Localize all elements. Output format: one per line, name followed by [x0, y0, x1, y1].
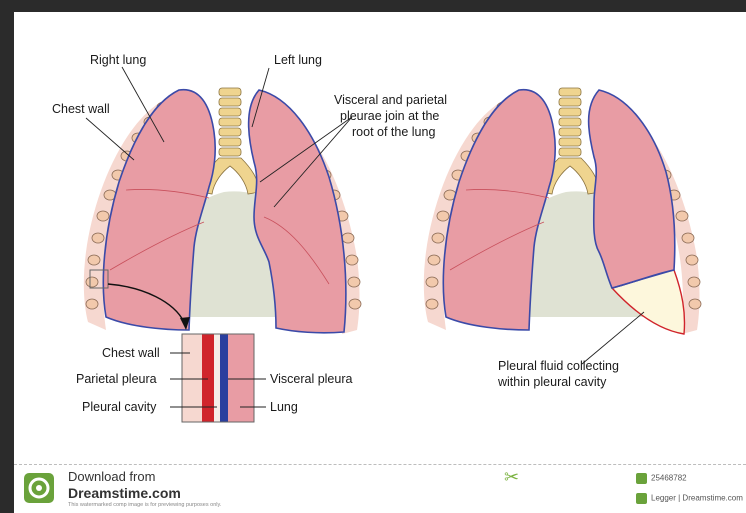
left-frame [0, 0, 14, 460]
label-fluid-2: within pleural cavity [497, 375, 607, 389]
credit-text: Legger | Dreamstime.com [651, 494, 743, 503]
image-id-row: 25468782 [636, 473, 687, 484]
effusion-lungs-figure [424, 88, 701, 334]
lung-diagram: Right lung Left lung Chest wall Visceral… [14, 12, 746, 464]
label-left-lung: Left lung [274, 53, 322, 67]
disclaimer-text: This watermarked comp image is for previ… [68, 502, 221, 508]
label-visceral-parietal-1: Visceral and parietal [334, 93, 447, 107]
dreamstime-logo-icon [24, 473, 54, 503]
image-id-text: 25468782 [651, 474, 687, 483]
label-inset-pleural-cavity: Pleural cavity [82, 400, 157, 414]
credit-row: Legger | Dreamstime.com [636, 493, 743, 504]
label-inset-visceral-pleura: Visceral pleura [270, 372, 353, 386]
label-inset-chest-wall: Chest wall [102, 346, 160, 360]
credit-badge-icon [636, 493, 647, 504]
scissors-icon: ✂ [504, 467, 519, 488]
label-right-lung: Right lung [90, 53, 146, 67]
illustration-canvas: Right lung Left lung Chest wall Visceral… [14, 12, 746, 464]
id-badge-icon [636, 473, 647, 484]
pleura-inset [170, 334, 266, 422]
normal-lungs-figure [84, 88, 361, 334]
label-chest-wall: Chest wall [52, 102, 110, 116]
left-lung-2 [589, 90, 675, 288]
label-visceral-parietal-3: root of the lung [352, 125, 435, 139]
label-visceral-parietal-2: pleurae join at the [340, 109, 439, 123]
site-name-link[interactable]: Dreamstime.com [68, 485, 181, 501]
top-frame [0, 0, 746, 12]
label-inset-lung: Lung [270, 400, 298, 414]
download-from-text: Download from [68, 469, 155, 484]
label-fluid-1: Pleural fluid collecting [498, 359, 619, 373]
footer-bar: Download from Dreamstime.com This waterm… [14, 464, 746, 513]
fluid-leader-line [582, 312, 644, 364]
label-inset-parietal-pleura: Parietal pleura [76, 372, 157, 386]
